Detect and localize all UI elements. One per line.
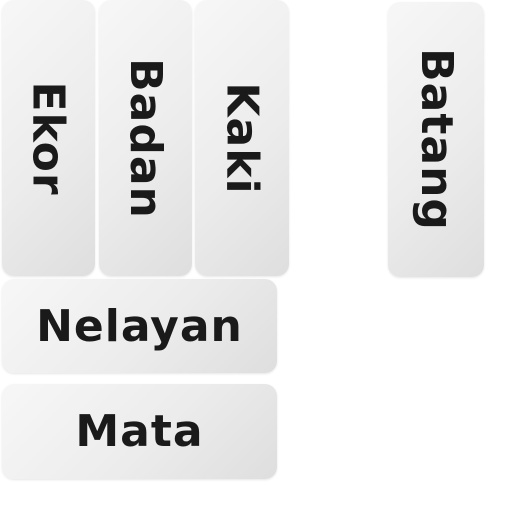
word-tile-label: Batang	[410, 48, 462, 231]
word-tile-batang[interactable]: Batang	[388, 2, 484, 277]
word-tile-label: Ekor	[23, 80, 75, 196]
word-tile-label: Kaki	[216, 81, 268, 195]
word-tile-nelayan[interactable]: Nelayan	[2, 279, 277, 373]
word-tile-label: Mata	[75, 406, 204, 457]
word-tile-badan[interactable]: Badan	[99, 0, 192, 276]
word-tile-kaki[interactable]: Kaki	[195, 0, 289, 276]
word-tile-label: Nelayan	[36, 300, 243, 352]
word-tile-label: Badan	[120, 57, 171, 219]
word-tile-mata[interactable]: Mata	[2, 384, 277, 479]
word-tile-ekor[interactable]: Ekor	[2, 0, 95, 276]
